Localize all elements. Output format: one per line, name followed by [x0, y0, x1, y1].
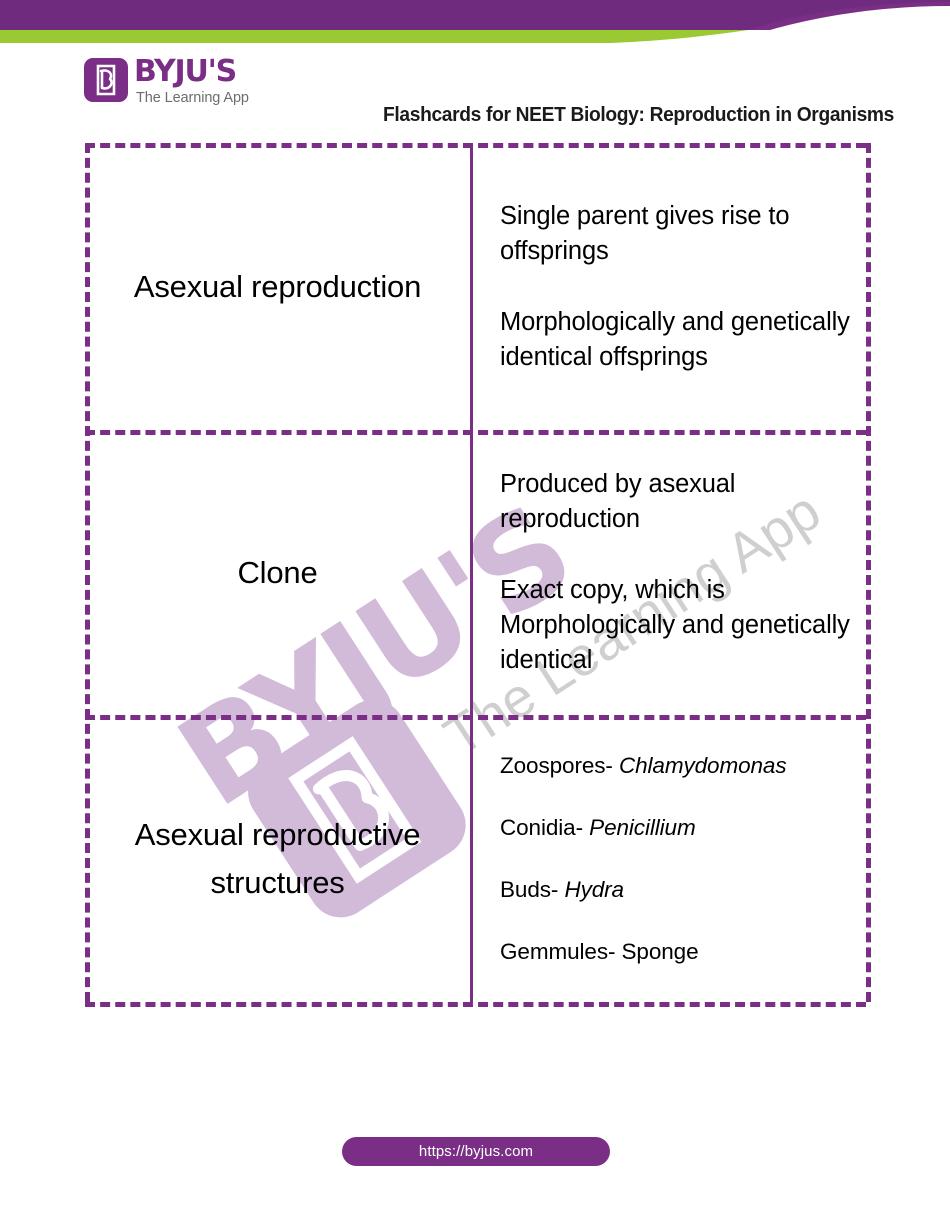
list-item: Gemmules- Sponge: [500, 937, 852, 967]
flashcard-row: Asexual reproduction Single parent gives…: [85, 143, 866, 430]
table-border-right: [866, 143, 871, 1002]
list-item-label: Zoospores-: [500, 752, 619, 778]
flashcard-term: Clone: [237, 554, 318, 590]
flashcard-table: Asexual reproduction Single parent gives…: [85, 143, 871, 1007]
decorative-top-banner: [0, 0, 950, 46]
definition-paragraph: Single parent gives rise to offsprings: [500, 201, 790, 265]
flashcard-definition-cell: Single parent gives rise to offsprings M…: [470, 143, 866, 430]
table-border-left: [85, 143, 90, 1002]
definition-paragraph: Produced by asexual reproduction: [500, 470, 736, 533]
list-item-label: Buds-: [500, 876, 565, 902]
logo-wordmark: BYJU'S: [134, 54, 237, 89]
byjus-logo: BYJU'S The Learning App: [84, 56, 252, 116]
list-item-label: Conidia-: [500, 814, 590, 840]
flashcard-term: Asexual reproduction: [133, 268, 422, 304]
byjus-b-mark-icon: [84, 58, 128, 102]
scientific-name: Hydra: [564, 876, 624, 902]
scientific-name: Penicillium: [589, 814, 696, 840]
scientific-name: Chlamydomonas: [618, 752, 787, 778]
row-divider-1: [85, 430, 866, 435]
flashcard-definition-cell: Zoospores- Chlamydomonas Conidia- Penici…: [470, 715, 866, 1002]
footer-url-text: https://byjus.com: [418, 1143, 534, 1160]
logo-tagline: The Learning App: [136, 90, 249, 106]
page-header: BYJU'S The Learning App Flashcards for N…: [0, 46, 950, 130]
list-item-label: Gemmules- Sponge: [500, 938, 699, 964]
flashcard-term-cell: Asexual reproduction: [85, 143, 470, 430]
flashcard-term: Asexual reproductive structures: [134, 816, 421, 900]
list-item: Buds- Hydra: [500, 875, 852, 905]
flashcard-row: Clone Produced by asexual reproduction E…: [85, 430, 866, 715]
flashcard-row: Asexual reproductive structures Zoospore…: [85, 715, 866, 1002]
flashcard-term-cell: Clone: [85, 430, 470, 715]
definition-paragraph: Exact copy, which is Morphologically and…: [500, 576, 850, 674]
table-border-top: [85, 143, 866, 148]
list-item: Conidia- Penicillium: [500, 813, 852, 843]
flashcard-term-cell: Asexual reproductive structures: [85, 715, 470, 1002]
definition-paragraph: Morphologically and genetically identica…: [500, 307, 850, 371]
page-title: Flashcards for NEET Biology: Reproductio…: [383, 104, 895, 126]
list-item: Zoospores- Chlamydomonas: [500, 751, 852, 781]
row-divider-2: [85, 715, 866, 720]
footer-url-button[interactable]: https://byjus.com: [342, 1137, 610, 1166]
table-border-bottom: [85, 1002, 866, 1007]
flashcard-definition-cell: Produced by asexual reproduction Exact c…: [470, 430, 866, 715]
column-divider: [470, 143, 473, 1002]
